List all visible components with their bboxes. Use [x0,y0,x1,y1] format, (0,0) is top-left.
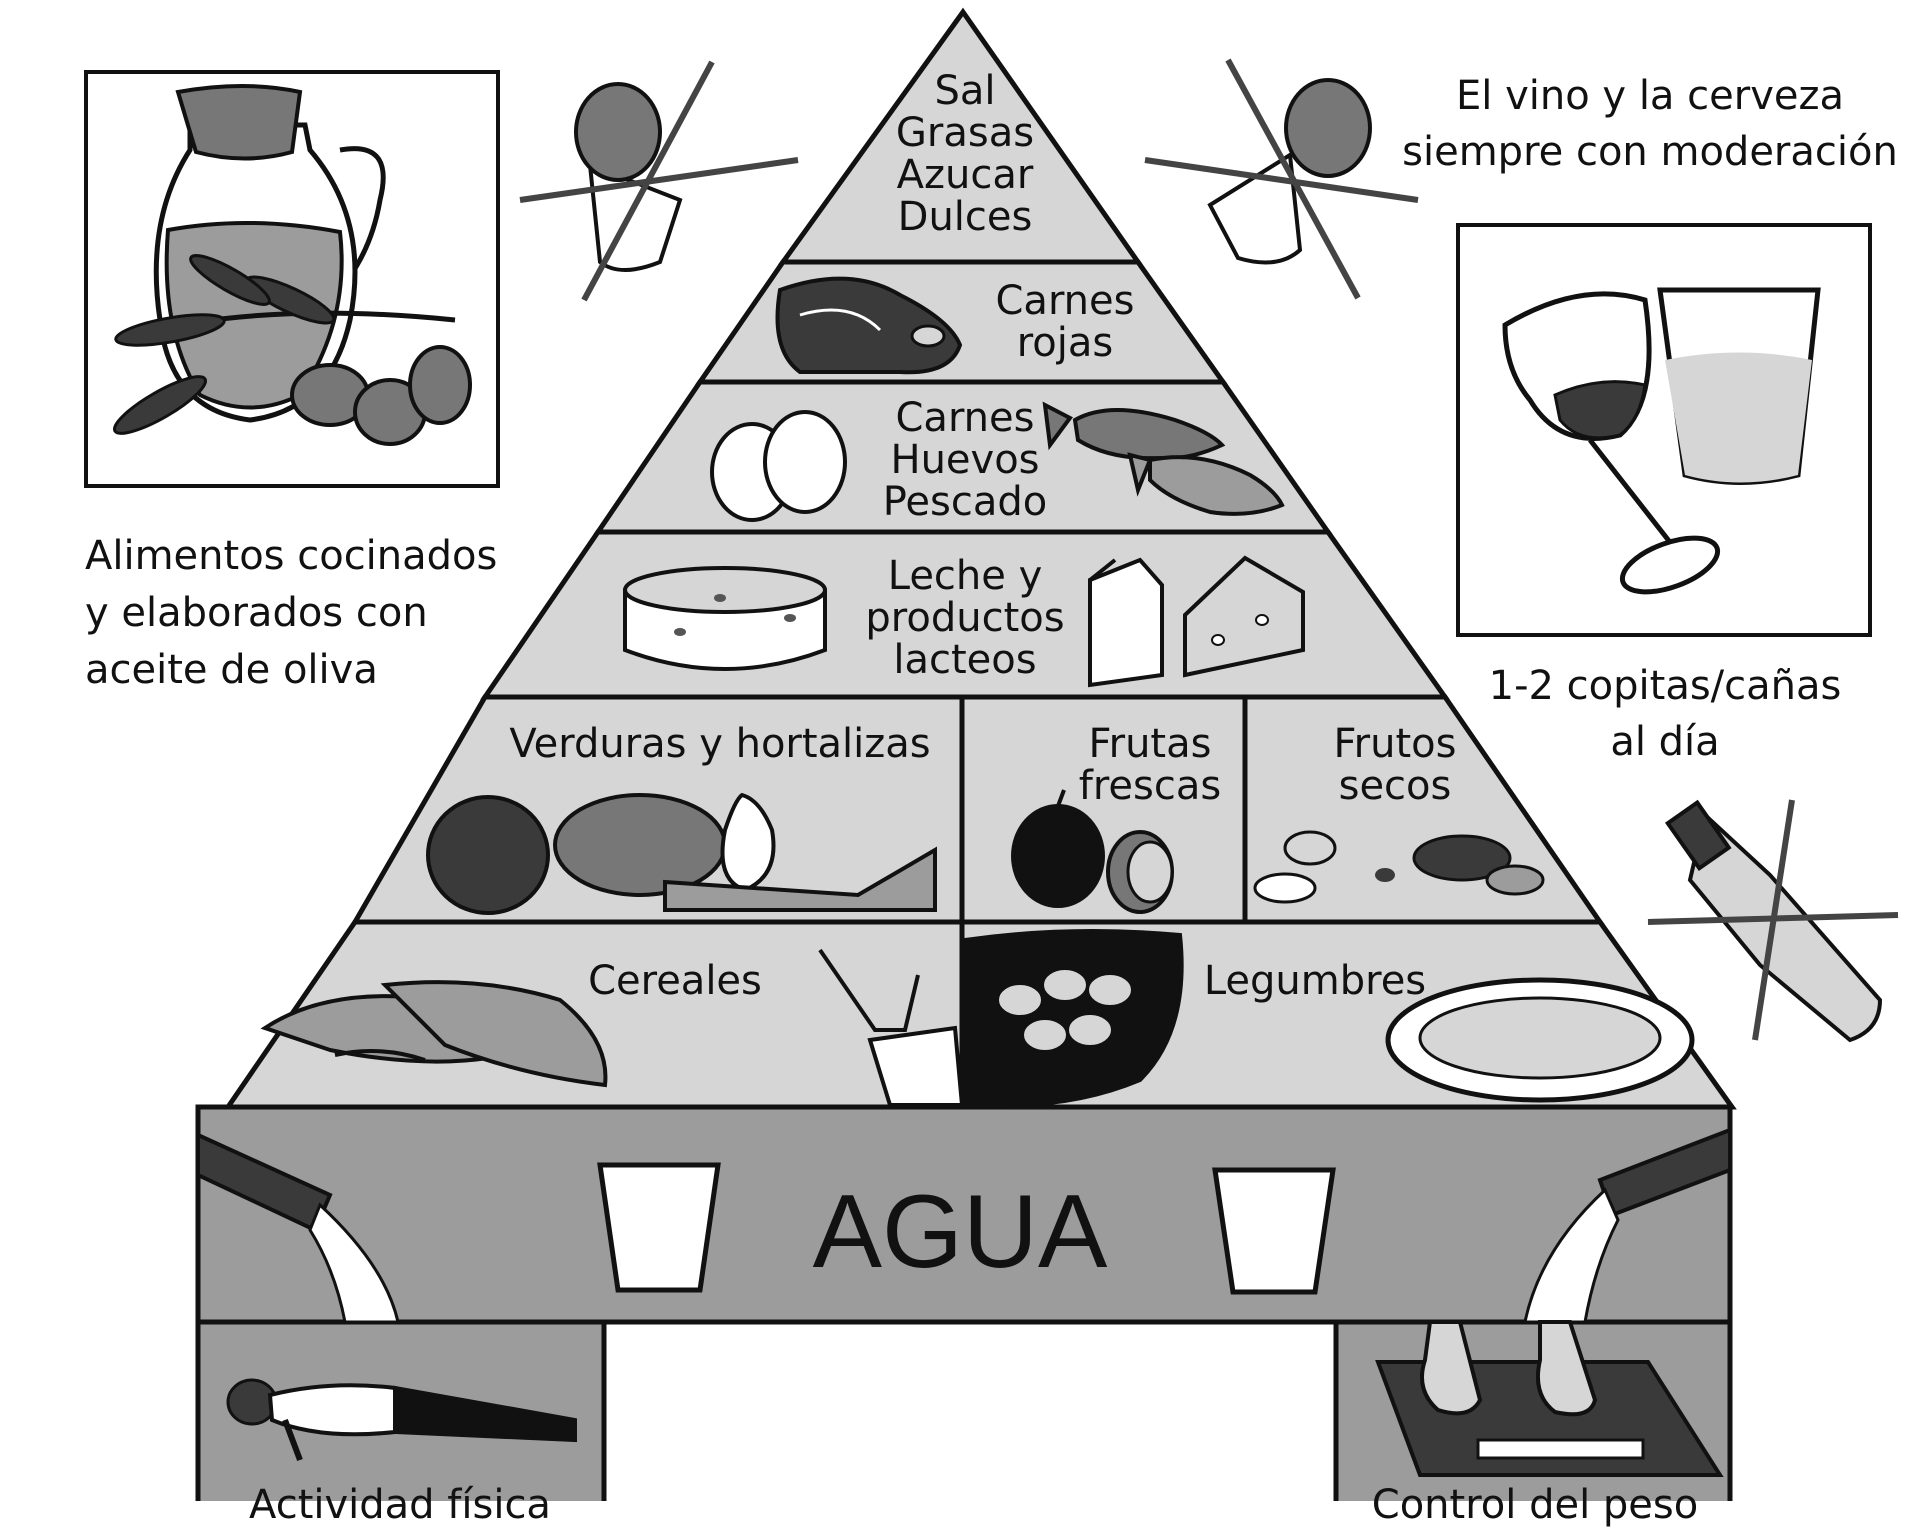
tier-label-red-meat: Carnes rojas [995,278,1135,366]
salt-shaker-left-crossed-icon [519,60,799,302]
water-pipe-right-icon [1523,1127,1732,1324]
tier-label-dairy: Leche y productos lacteos [865,553,1065,683]
pushup-person-icon [226,1378,577,1462]
apple-kiwi-icon [1011,789,1174,914]
activity-label: Actividad física [249,1482,551,1528]
wine-beer-note: El vino y la cerveza siempre con moderac… [1402,73,1898,175]
liquor-bottle-crossed-icon [1647,799,1899,1043]
water-band [195,1104,1733,1325]
tier-label-top: Sal Grasas Azucar Dulces [895,68,1035,240]
tier-label-vegetables: Verduras y hortalizas [509,721,931,767]
tier-label-legumes: Legumbres [1203,958,1427,1004]
nuts-icon [1253,830,1545,904]
weight-label: Control del peso [1371,1482,1699,1528]
bean-dish-icon [1385,977,1695,1103]
tier-label-nuts: Frutos secos [1333,721,1457,809]
tier-label-proteins: Carnes Huevos Pescado [882,395,1048,525]
salt-shaker-right-crossed-icon [1144,58,1419,300]
steak-icon [775,276,963,375]
tier-label-cereals: Cereales [588,958,762,1004]
tier-label-fresh-fruit: Frutas frescas [1078,721,1222,809]
cereals-icon [260,948,965,1107]
fish-icon [1042,401,1285,516]
eggs-icon [710,410,847,522]
olive-oil-note: Alimentos cocinados y elaborados con ace… [85,533,498,693]
bathroom-scale-icon [1375,1320,1724,1477]
cheese-wheel-icon [623,566,827,671]
olive-oil-jug-icon [84,70,500,488]
water-pipe-left-icon [196,1131,400,1324]
portion-note: 1-2 copitas/cañas al día [1488,663,1842,765]
legumes-bowl-icon [963,929,1184,1107]
water-label: AGUA [812,1174,1108,1290]
milk-carton-icon [1088,557,1164,688]
vegetables-icon [426,792,937,915]
cheese-wedge-icon [1183,555,1305,678]
water-glass-right-icon [1212,1167,1336,1295]
water-glass-left-icon [597,1162,721,1293]
wine-and-beer-glasses-icon [1456,223,1872,637]
